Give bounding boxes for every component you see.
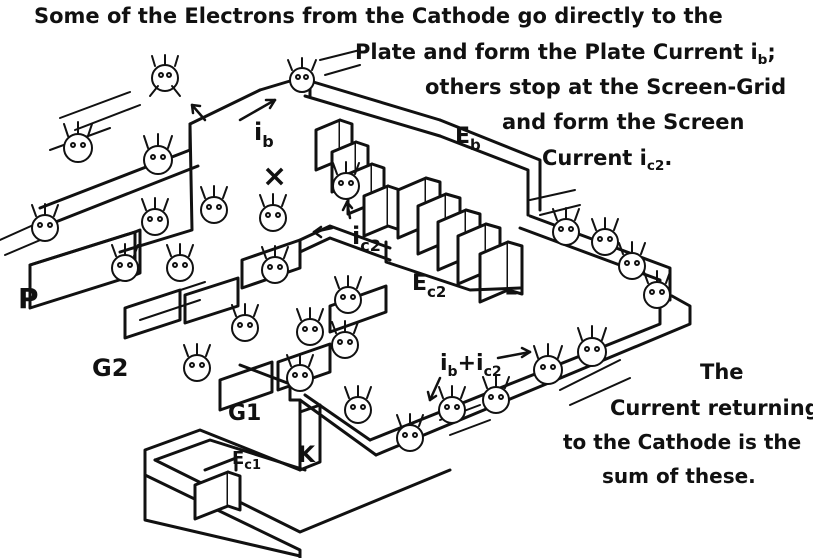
caption-top-line-4: and form the Screen xyxy=(502,112,744,133)
plate-battery-eb xyxy=(316,120,400,236)
electron-8 xyxy=(260,194,286,231)
electron-3 xyxy=(64,122,92,162)
caption-top-line-1: Some of the Electrons from the Cathode g… xyxy=(34,6,723,27)
electron-24 xyxy=(578,326,606,366)
caption-top-line-2: Plate and form the Plate Current ib; xyxy=(355,42,776,68)
label-cross: × xyxy=(262,159,287,194)
caption-top-line-3: others stop at the Screen-Grid xyxy=(425,77,786,98)
electron-5 xyxy=(32,204,58,241)
caption-bottom-line-2: Current returning xyxy=(610,398,813,419)
electron-23 xyxy=(534,344,562,384)
screen-grid-g2 xyxy=(125,240,300,338)
label-plate-current: ib xyxy=(254,118,274,151)
electron-15 xyxy=(297,308,323,345)
electron-27 xyxy=(619,242,645,279)
electron-21 xyxy=(483,376,509,413)
electron-13 xyxy=(335,276,361,313)
label-screen-grid-g2: G2 xyxy=(92,354,128,382)
electron-25 xyxy=(553,208,579,245)
caption-top-line-5: Current ic2. xyxy=(542,148,672,174)
label-cathode-k: K xyxy=(298,443,316,468)
electron-7 xyxy=(201,186,227,223)
electron-20 xyxy=(439,386,465,423)
electron-17 xyxy=(184,344,210,381)
caption-bottom-line-4: sum of these. xyxy=(602,466,756,486)
electron-14 xyxy=(232,304,258,341)
label-plate-p: P xyxy=(18,282,39,315)
label-minus-sign: – xyxy=(505,277,518,307)
electron-11 xyxy=(167,244,193,281)
label-control-grid-g1: G1 xyxy=(228,401,261,426)
caption-bottom-line-1: The xyxy=(700,362,744,383)
electron-2 xyxy=(288,58,316,92)
label-sum-current: ib+ic2 xyxy=(440,351,502,380)
caption-bottom-line-3: to the Cathode is the xyxy=(563,432,801,452)
electron-1 xyxy=(150,55,180,96)
electron-4 xyxy=(144,134,172,174)
electron-26 xyxy=(592,218,618,255)
electron-19 xyxy=(345,386,371,423)
electron-6 xyxy=(142,198,168,235)
label-plate-supply-eb: Eb xyxy=(455,124,481,154)
